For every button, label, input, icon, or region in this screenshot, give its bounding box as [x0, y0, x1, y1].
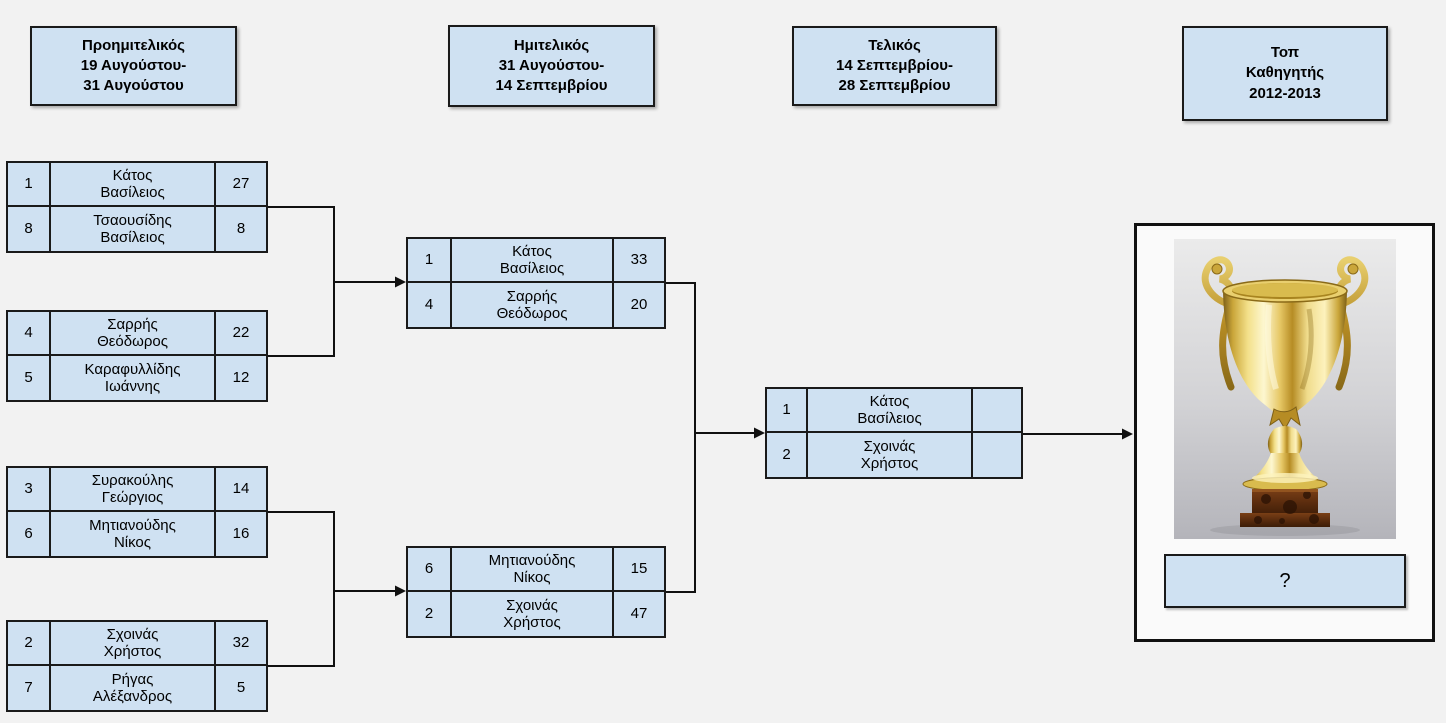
player-name-cell: Μητιανούδης Νίκος — [49, 512, 216, 556]
match-row: 1 Κάτος Βασίλειος 27 — [8, 163, 266, 207]
player-name-cell: Κάτος Βασίλειος — [806, 389, 973, 431]
seed-cell: 8 — [24, 220, 33, 238]
player-name-cell: Μητιανούδης Νίκος — [450, 548, 614, 590]
match-row: 3 Συρακούλης Γεώργιος 14 — [8, 468, 266, 512]
player-name-cell: Σχοινάς Χρήστος — [806, 433, 973, 477]
match-row: 8 Τσαουσίδης Βασίλειος 8 — [8, 207, 266, 251]
player-name-cell: Κάτος Βασίλειος — [450, 239, 614, 281]
score-cell: 12 — [232, 369, 250, 387]
match-row: 2 Σχοινάς Χρήστος 32 — [8, 622, 266, 666]
score-cell: 27 — [232, 175, 250, 193]
player-name-cell: Τσαουσίδης Βασίλειος — [49, 207, 216, 251]
seed-cell: 2 — [424, 605, 434, 623]
score-cell: 32 — [232, 634, 250, 652]
player-name-cell: Ρήγας Αλέξανδρος — [49, 666, 216, 710]
score-cell: 8 — [236, 220, 246, 238]
score-cell: 33 — [630, 251, 648, 269]
match-row: 4 Σαρρής Θεόδωρος 22 — [8, 312, 266, 356]
score-cell: 5 — [236, 679, 246, 697]
header-quarterfinal: Προημιτελικός 19 Αυγούστου- 31 Αυγούστου — [30, 26, 237, 106]
seed-cell: 7 — [24, 679, 33, 697]
match-semifinal-1: 1 Κάτος Βασίλειος 33 4 Σαρρής Θεόδωρος 2… — [406, 237, 666, 329]
player-name-cell: Καραφυλλίδης Ιωάννης — [49, 356, 216, 400]
match-row: 1 Κάτος Βασίλειος 33 — [408, 239, 664, 283]
match-row: 7 Ρήγας Αλέξανδρος 5 — [8, 666, 266, 710]
seed-cell: 6 — [24, 525, 33, 543]
match-quarterfinal-2: 4 Σαρρής Θεόδωρος 22 5 Καραφυλλίδης Ιωάν… — [6, 310, 268, 402]
match-row: 1 Κάτος Βασίλειος — [767, 389, 1021, 433]
seed-cell: 3 — [24, 480, 33, 498]
player-name-cell: Συρακούλης Γεώργιος — [49, 468, 216, 510]
champion-name-placeholder: ? — [1164, 554, 1406, 608]
player-name-cell: Σχοινάς Χρήστος — [49, 622, 216, 664]
score-cell — [973, 433, 1021, 477]
seed-cell: 1 — [424, 251, 434, 269]
seed-cell: 1 — [782, 401, 791, 419]
seed-cell: 2 — [24, 634, 33, 652]
match-row: 4 Σαρρής Θεόδωρος 20 — [408, 283, 664, 327]
gold-cup-trophy-icon — [1174, 239, 1396, 539]
seed-cell: 1 — [24, 175, 33, 193]
match-row: 2 Σχοινάς Χρήστος — [767, 433, 1021, 477]
seed-cell: 4 — [424, 296, 434, 314]
score-cell: 20 — [630, 296, 648, 314]
player-name-cell: Σαρρής Θεόδωρος — [49, 312, 216, 354]
match-quarterfinal-4: 2 Σχοινάς Χρήστος 32 7 Ρήγας Αλέξανδρος … — [6, 620, 268, 712]
score-cell: 47 — [630, 605, 648, 623]
player-name-cell: Κάτος Βασίλειος — [49, 163, 216, 205]
score-cell: 15 — [630, 560, 648, 578]
match-row: 6 Μητιανούδης Νίκος 16 — [8, 512, 266, 556]
header-final: Τελικός 14 Σεπτεμβρίου- 28 Σεπτεμβρίου — [792, 26, 997, 106]
match-row: 6 Μητιανούδης Νίκος 15 — [408, 548, 664, 592]
match-row: 5 Καραφυλλίδης Ιωάννης 12 — [8, 356, 266, 400]
seed-cell: 2 — [782, 446, 791, 464]
match-quarterfinal-1: 1 Κάτος Βασίλειος 27 8 Τσαουσίδης Βασίλε… — [6, 161, 268, 253]
seed-cell: 4 — [24, 324, 33, 342]
score-cell: 16 — [232, 525, 250, 543]
score-cell — [973, 389, 1021, 431]
header-champion: Τοπ Καθηγητής 2012-2013 — [1182, 26, 1388, 121]
seed-cell: 6 — [424, 560, 434, 578]
header-semifinal: Ημιτελικός 31 Αυγούστου- 14 Σεπτεμβρίου — [448, 25, 655, 107]
player-name-cell: Σαρρής Θεόδωρος — [450, 283, 614, 327]
player-name-cell: Σχοινάς Χρήστος — [450, 592, 614, 636]
score-cell: 14 — [232, 480, 250, 498]
match-semifinal-2: 6 Μητιανούδης Νίκος 15 2 Σχοινάς Χρήστος… — [406, 546, 666, 638]
match-quarterfinal-3: 3 Συρακούλης Γεώργιος 14 6 Μητιανούδης Ν… — [6, 466, 268, 558]
match-row: 2 Σχοινάς Χρήστος 47 — [408, 592, 664, 636]
score-cell: 22 — [232, 324, 250, 342]
champion-box: ? — [1134, 223, 1435, 642]
match-final: 1 Κάτος Βασίλειος 2 Σχοινάς Χρήστος — [765, 387, 1023, 479]
seed-cell: 5 — [24, 369, 33, 387]
